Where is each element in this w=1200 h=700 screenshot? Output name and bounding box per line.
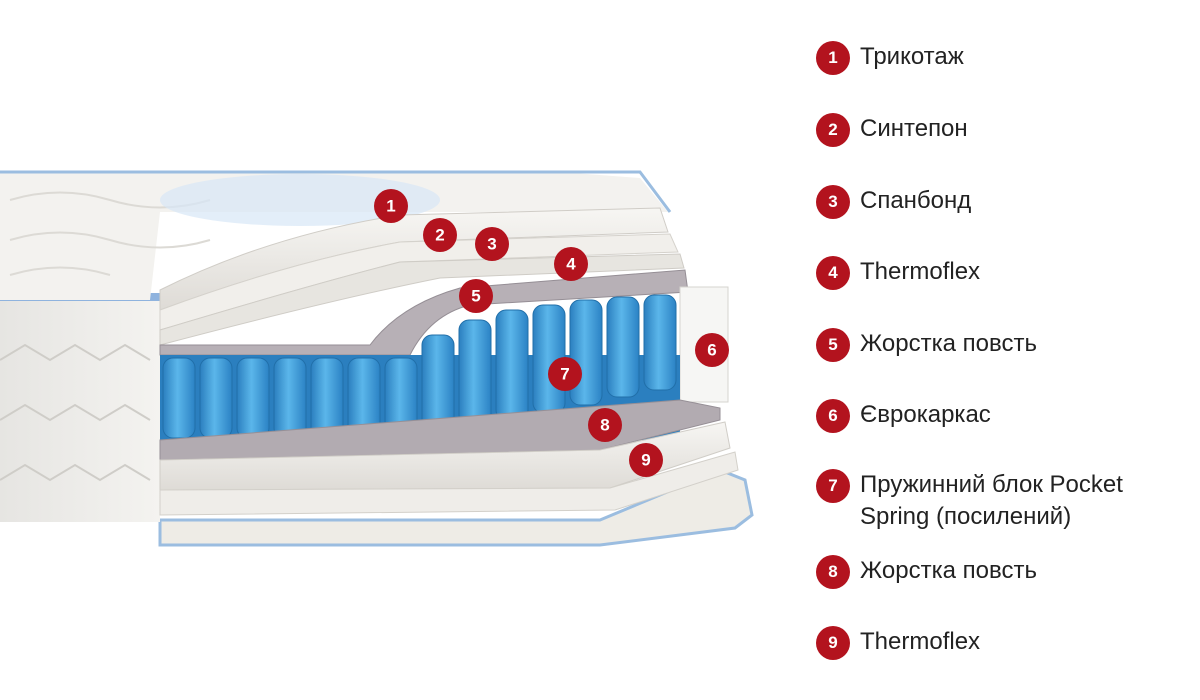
marker-8-number: 8: [600, 416, 609, 435]
legend-label-9: Thermoflex: [860, 628, 981, 655]
marker-6: 6: [695, 333, 729, 367]
quilt-zigzag: [0, 343, 151, 482]
legend-item-7: 7 Пружинний блок Pocket Spring (посилени…: [816, 469, 1190, 533]
legend-label-4: Thermoflex: [860, 258, 981, 285]
marker-1-number: 1: [386, 197, 395, 216]
marker-9: 9: [629, 443, 663, 477]
legend-number-4: 4: [816, 256, 850, 290]
legend-item-9: 9 Thermoflex: [816, 626, 1190, 660]
marker-7-number: 7: [560, 365, 569, 384]
marker-1: 1: [374, 189, 408, 223]
marker-2-number: 2: [435, 226, 444, 245]
legend-item-6: 6 Єврокаркас: [816, 399, 1190, 433]
marker-4: 4: [554, 247, 588, 281]
marker-5-number: 5: [471, 287, 480, 306]
legend-label-3: Спанбонд: [860, 187, 972, 214]
legend-number-5: 5: [816, 328, 850, 362]
legend-number-9: 9: [816, 626, 850, 660]
marker-2: 2: [423, 218, 457, 252]
legend-item-8: 8 Жорстка повсть: [816, 555, 1190, 589]
marker-7: 7: [548, 357, 582, 391]
top-edge-piping: [0, 170, 672, 213]
marker-3-number: 3: [487, 235, 496, 254]
marker-3: 3: [475, 227, 509, 261]
legend-number-8: 8: [816, 555, 850, 589]
legend-item-3: 3 Спанбонд: [816, 185, 1190, 219]
marker-6-number: 6: [707, 341, 716, 360]
legend-number-6: 6: [816, 399, 850, 433]
mattress-bottom-panel: [158, 468, 754, 547]
legend-label-8: Жорстка повсть: [860, 557, 1037, 584]
marker-5: 5: [459, 279, 493, 313]
layers-legend: 1 Трикотаж 2 Синтепон 3 Спанбонд 4 Therm…: [816, 0, 1200, 700]
marker-8: 8: [588, 408, 622, 442]
legend-label-5: Жорстка повсть: [860, 330, 1037, 357]
legend-number-7: 7: [816, 469, 850, 503]
legend-number-2: 2: [816, 113, 850, 147]
mattress-cutaway-illustration: 1 2 3 4 5 6 7 8 9: [0, 170, 754, 547]
legend-number-3: 3: [816, 185, 850, 219]
marker-4-number: 4: [566, 255, 576, 274]
legend-number-1: 1: [816, 41, 850, 75]
legend-label-1: Трикотаж: [860, 43, 964, 70]
legend-item-2: 2 Синтепон: [816, 113, 1190, 147]
legend-label-6: Єврокаркас: [860, 401, 991, 428]
legend-label-2: Синтепон: [860, 115, 968, 142]
legend-label-7: Пружинний блок Pocket Spring (посилений): [860, 471, 1123, 530]
blue-floral-print: [160, 174, 440, 226]
layer-thermoflex-top: [159, 269, 689, 356]
legend-item-5: 5 Жорстка повсть: [816, 328, 1190, 362]
marker-9-number: 9: [641, 451, 650, 470]
layer-bottom-sheets: [159, 451, 739, 516]
legend-item-1: 1 Трикотаж: [816, 41, 1190, 75]
legend-item-4: 4 Thermoflex: [816, 256, 1190, 290]
